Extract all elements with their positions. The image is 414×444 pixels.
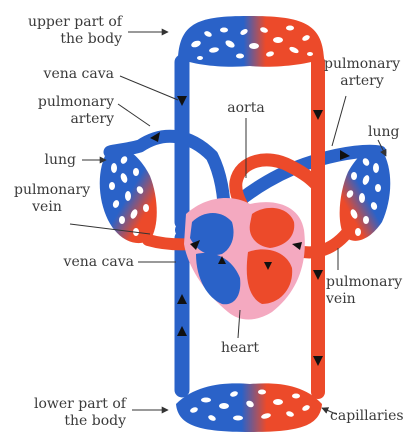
label-lung-left: lung bbox=[10, 152, 76, 169]
heart bbox=[184, 198, 305, 319]
label-vena-cava-top: vena cava bbox=[10, 66, 114, 83]
label-pulmonary-artery-left: pulmonary artery bbox=[10, 94, 114, 128]
label-lower-part-of-body: lower part of the body bbox=[10, 396, 126, 430]
label-heart: heart bbox=[214, 340, 266, 357]
label-pulmonary-artery-right: pulmonary artery bbox=[324, 56, 400, 90]
label-aorta: aorta bbox=[220, 100, 272, 117]
upper-body-capillaries bbox=[178, 16, 324, 67]
label-vena-cava-bottom: vena cava bbox=[10, 254, 134, 271]
label-pulmonary-vein-right: pulmonary vein bbox=[326, 274, 406, 308]
label-lung-right: lung bbox=[368, 124, 408, 141]
label-upper-part-of-body: upper part of the body bbox=[10, 14, 122, 48]
label-pulmonary-vein-left: pulmonary vein bbox=[14, 182, 80, 216]
right-lung-capillaries bbox=[340, 147, 391, 240]
label-capillaries: capillaries bbox=[330, 408, 410, 425]
lower-body-capillaries bbox=[176, 383, 322, 432]
